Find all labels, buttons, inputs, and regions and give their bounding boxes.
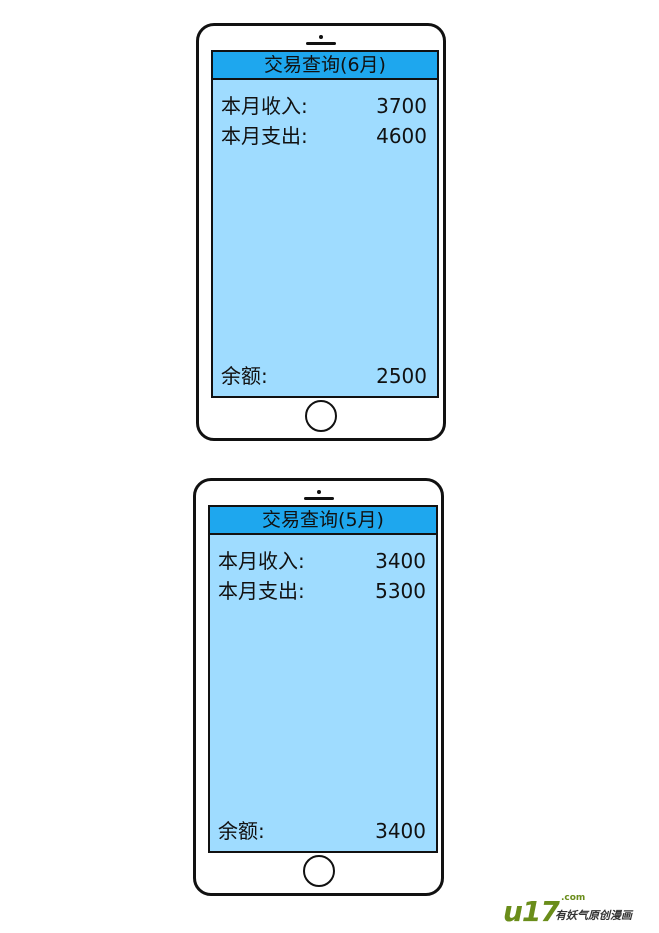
balance-value: 2500 (376, 364, 427, 388)
income-row: 本月收入: 3400 (218, 549, 426, 573)
home-button[interactable] (302, 855, 335, 887)
expense-value: 5300 (375, 579, 426, 603)
income-label: 本月收入: (218, 549, 305, 573)
u17-logo: u17 .com 有妖气原创漫画 (503, 893, 651, 928)
income-value: 3400 (375, 549, 426, 573)
expense-value: 4600 (376, 124, 427, 148)
expense-label: 本月支出: (218, 579, 305, 603)
logo-domain: .com (561, 893, 586, 903)
income-row: 本月收入: 3700 (221, 94, 427, 118)
home-button[interactable] (305, 400, 337, 432)
phone-may: 交易查询(5月) 本月收入: 3400 本月支出: 5300 余额: 3400 (193, 478, 444, 896)
earpiece-icon (306, 42, 336, 45)
balance-value: 3400 (375, 819, 426, 843)
screen-title: 交易查询(6月) (213, 52, 437, 80)
expense-row: 本月支出: 5300 (218, 579, 426, 603)
balance-label: 余额: (221, 364, 268, 388)
phone-screen: 交易查询(5月) 本月收入: 3400 本月支出: 5300 余额: 3400 (208, 505, 438, 853)
phone-june: 交易查询(6月) 本月收入: 3700 本月支出: 4600 余额: 2500 (196, 23, 446, 441)
income-label: 本月收入: (221, 94, 308, 118)
income-value: 3700 (376, 94, 427, 118)
earpiece-icon (303, 497, 334, 500)
balance-label: 余额: (218, 819, 265, 843)
phone-screen: 交易查询(6月) 本月收入: 3700 本月支出: 4600 余额: 2500 (211, 50, 439, 398)
speaker-icon (306, 35, 336, 45)
camera-icon (316, 490, 321, 494)
expense-row: 本月支出: 4600 (221, 124, 427, 148)
screen-title: 交易查询(5月) (210, 507, 436, 535)
camera-icon (319, 35, 323, 39)
expense-label: 本月支出: (221, 124, 308, 148)
balance-row: 余额: 2500 (221, 364, 427, 388)
logo-mark: u17 (503, 895, 560, 928)
logo-slogan: 有妖气原创漫画 (555, 909, 632, 922)
balance-row: 余额: 3400 (218, 819, 426, 843)
speaker-icon (303, 490, 334, 500)
